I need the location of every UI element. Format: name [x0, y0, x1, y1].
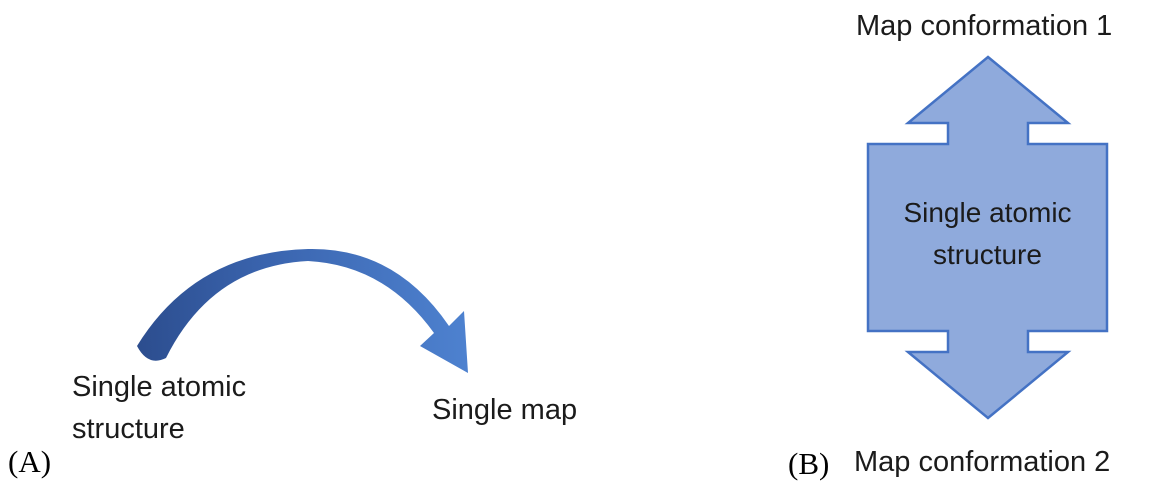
panel-b-corner-label: (B) [788, 446, 830, 481]
panel-a-target-label: Single map [432, 394, 578, 426]
panel-a-source-label: Single atomic structure [72, 371, 247, 446]
panel-b-bottom-label: Map conformation 2 [854, 446, 1111, 478]
double-headed-arrow-shape [866, 55, 1109, 420]
curved-arrow-icon [137, 248, 468, 373]
panel-b-top-label: Map conformation 1 [856, 10, 1113, 42]
panel-b-center-label: Single atomic structure [903, 197, 1072, 270]
panel-a-corner-label: (A) [8, 444, 52, 479]
